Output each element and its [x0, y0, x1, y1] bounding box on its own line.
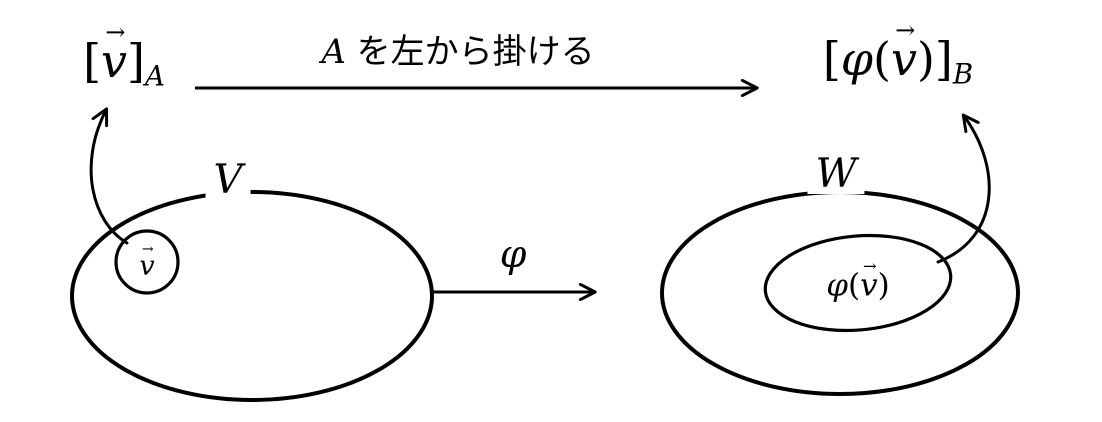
vector-v-letter: v [101, 34, 128, 89]
left-coordinate-curved-arrow [89, 107, 129, 245]
right-set-name: W [807, 154, 865, 194]
vector-v: →v [139, 242, 155, 282]
close-bracket: ] [127, 34, 145, 89]
open-bracket: [ [822, 32, 841, 87]
open-paren: ( [873, 32, 891, 87]
close-paren: ) [877, 267, 890, 304]
matrix-a-letter: A [321, 32, 346, 72]
vector-v-letter: v [860, 267, 878, 304]
top-arrow-caption: A を左から掛ける [321, 35, 594, 69]
japanese-caption-text: を左から掛ける [345, 32, 595, 72]
vector-v-letter: v [890, 32, 917, 87]
vector-element-circle [114, 229, 180, 295]
phi-letter: φ [840, 32, 874, 87]
vector-v: →v [101, 20, 127, 84]
linear-map-name: φ [499, 232, 527, 276]
basis-b-subscript: B [952, 57, 974, 91]
phi-letter: φ [826, 267, 848, 304]
right-coordinate-curved-arrow [936, 113, 991, 264]
vector-arrow-icon: → [105, 17, 126, 46]
vector-arrow-icon: → [862, 256, 877, 276]
image-element-ellipse [763, 233, 953, 333]
open-bracket: [ [83, 34, 102, 89]
vector-v-in-circle: →v [139, 242, 155, 282]
open-paren: ( [847, 267, 861, 304]
left-set-ellipse [70, 190, 434, 402]
vector-v: →v [891, 18, 917, 82]
close-paren: ) [916, 32, 935, 87]
image-vector-label: φ(→v) [826, 258, 890, 304]
close-bracket: ] [934, 32, 953, 87]
vector-arrow-icon: → [895, 15, 916, 44]
left-set-name: V [205, 160, 251, 200]
vector-v-letter: v [139, 250, 155, 282]
vector-v: →v [860, 258, 878, 304]
coordinate-vector-v-label: [→v]A [83, 20, 165, 93]
vector-arrow-icon: → [141, 241, 154, 258]
basis-a-subscript: A [144, 59, 165, 93]
coordinate-vector-phi-v-label: [φ(→v)]B [823, 18, 974, 91]
